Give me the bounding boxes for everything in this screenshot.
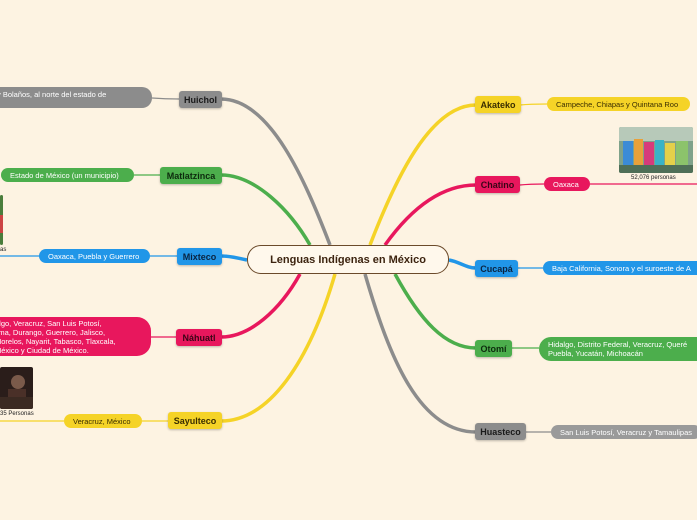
- node-nahuatl[interactable]: Náhuatl: [176, 329, 222, 346]
- detail-cucapa[interactable]: Baja California, Sonora y el suroeste de…: [543, 261, 697, 275]
- detail-huasteco[interactable]: San Luis Potosí, Veracruz y Tamaulipas: [551, 425, 697, 439]
- node-matlatzinca[interactable]: Matlatzinca: [160, 167, 222, 184]
- node-sayulteco[interactable]: Sayulteco: [168, 412, 222, 429]
- detail-nahuatl-line: lima, Durango, Guerrero, Jalisco,: [0, 327, 106, 337]
- detail-huichol[interactable]: y Bolaños, al norte del estado de: [0, 87, 152, 108]
- link-huasteco: [363, 273, 477, 434]
- node-otomi[interactable]: Otomí: [475, 340, 512, 357]
- link-cucapa: [448, 258, 477, 270]
- link-huichol: [220, 97, 332, 246]
- chatino-photo-caption: 52,076 personas: [631, 175, 676, 181]
- mixteco-photo-caption: as: [0, 247, 7, 253]
- sayulteco-photo-image: [0, 367, 33, 409]
- detail-chatino[interactable]: Oaxaca: [544, 177, 590, 191]
- node-huichol[interactable]: Huichol: [179, 91, 222, 108]
- link-mixteco: [220, 254, 248, 262]
- detail-otomi-line: Puebla, Yucatán, Michoacán: [548, 349, 643, 358]
- node-akateko[interactable]: Akateko: [475, 96, 521, 113]
- sayulteco-photo: [0, 367, 33, 409]
- detail-otomi-line: Hidalgo, Distrito Federal, Veracruz, Que…: [548, 340, 688, 349]
- node-chatino[interactable]: Chatino: [475, 176, 520, 193]
- mixteco-photo-image: [0, 195, 3, 245]
- link-otomi: [393, 273, 477, 350]
- mixteco-photo: [0, 195, 3, 245]
- chatino-photo: [619, 127, 693, 173]
- node-huasteco[interactable]: Huasteco: [475, 423, 526, 440]
- central-topic[interactable]: Lenguas Indígenas en México: [247, 245, 449, 274]
- link-chatino: [383, 183, 477, 247]
- detail-mixteco[interactable]: Oaxaca, Puebla y Guerrero: [39, 249, 150, 263]
- node-cucapa[interactable]: Cucapá: [475, 260, 518, 277]
- detail-akateko[interactable]: Campeche, Chiapas y Quintana Roo: [547, 97, 690, 111]
- node-mixteco[interactable]: Mixteco: [177, 248, 222, 265]
- link-sayulteco: [220, 273, 337, 423]
- chatino-photo-image: [619, 127, 693, 173]
- detail-nahuatl-line: Morelos, Nayarit, Tabasco, Tlaxcala,: [0, 336, 116, 346]
- detail-sayulteco[interactable]: Veracruz, México: [64, 414, 142, 428]
- link-matlatzinca: [220, 173, 312, 246]
- detail-nahuatl[interactable]: algo, Veracruz, San Luis Potosí, lima, D…: [0, 317, 151, 356]
- detail-nahuatl-line: México y Ciudad de México.: [0, 345, 89, 355]
- detail-otomi[interactable]: Hidalgo, Distrito Federal, Veracruz, Que…: [539, 337, 697, 361]
- detail-matlatzinca[interactable]: Estado de México (un municipio): [1, 168, 134, 182]
- link-nahuatl: [220, 273, 302, 339]
- detail-nahuatl-line: algo, Veracruz, San Luis Potosí,: [0, 318, 102, 328]
- sayulteco-photo-caption: 35 Personas: [0, 411, 34, 417]
- link-akateko: [368, 103, 477, 246]
